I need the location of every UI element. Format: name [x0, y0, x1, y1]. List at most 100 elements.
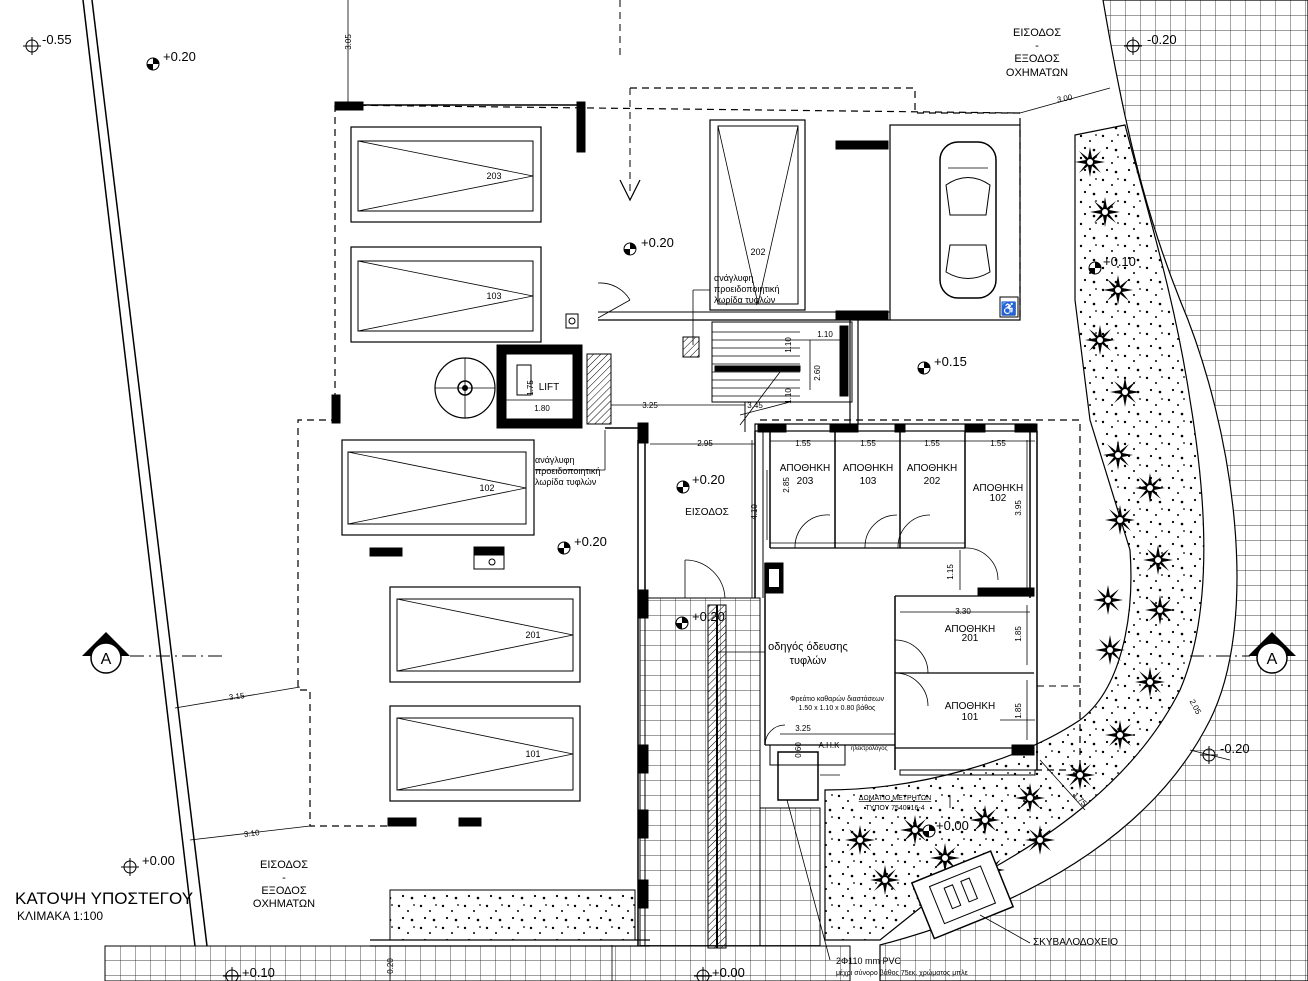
svg-text:101: 101 — [962, 712, 979, 723]
pipe-label: 2Φ110 mm PVC — [836, 956, 902, 966]
svg-text:1.10: 1.10 — [784, 337, 793, 353]
main-entrance-label: ΕΙΣΟΔΟΣ — [685, 507, 729, 518]
svg-text:3.25: 3.25 — [795, 724, 811, 733]
svg-text:1.55: 1.55 — [990, 439, 1006, 448]
svg-text:1.15: 1.15 — [946, 564, 955, 580]
level-label: -0.20 — [1220, 741, 1250, 756]
level-label: -0.55 — [42, 32, 72, 47]
storage-labels: ΑΠΟΘΗΚΗ 203 ΑΠΟΘΗΚΗ 103 ΑΠΟΘΗΚΗ 202 ΑΠΟΘ… — [780, 463, 1024, 723]
svg-text:ΑΠΟΘΗΚΗ: ΑΠΟΘΗΚΗ — [945, 701, 996, 712]
svg-text:ΕΙΣΟΔΟΣ: ΕΙΣΟΔΟΣ — [260, 859, 308, 871]
turntable-icon — [434, 357, 496, 419]
car-icon: ♿ — [939, 141, 1019, 318]
entry-arrow-icon — [619, 179, 641, 202]
svg-text:103: 103 — [486, 291, 501, 301]
tactile-guide-strip — [707, 604, 727, 949]
svg-text:2.60: 2.60 — [813, 365, 822, 381]
dimension-lines — [174, 0, 1231, 981]
parking-spaces — [341, 119, 806, 802]
level-label: +0.00 — [936, 818, 969, 833]
svg-text:0.60: 0.60 — [794, 742, 803, 758]
svg-text:τυφλών: τυφλών — [790, 655, 827, 667]
level-label: +0.20 — [641, 235, 674, 250]
svg-text:ΟΧΗΜΑΤΩΝ: ΟΧΗΜΑΤΩΝ — [253, 898, 315, 910]
svg-text:1.10: 1.10 — [784, 388, 793, 404]
section-letter-left: A — [101, 651, 112, 668]
svg-text:1.85: 1.85 — [1014, 626, 1023, 642]
svg-text:λωρίδα τυφλών: λωρίδα τυφλών — [714, 295, 776, 305]
level-labels: -0.55 +0.20 +0.20 -0.20 +0.10 +0.15 +0.2… — [42, 32, 1250, 980]
level-label: +0.10 — [242, 965, 275, 980]
svg-text:ΔΩΜΑΤΙΟ ΜΕΤΡΗΤΩΝ: ΔΩΜΑΤΙΟ ΜΕΤΡΗΤΩΝ — [859, 795, 931, 802]
svg-text:ανάγλυφη: ανάγλυφη — [535, 455, 574, 465]
tactile-note-left: ανάγλυφη προειδοποιητική λωρίδα τυφλών — [535, 455, 600, 487]
svg-text:101: 101 — [525, 749, 540, 759]
svg-text:103: 103 — [860, 476, 877, 487]
svg-text:201: 201 — [962, 633, 979, 644]
svg-text:οδηγός όδευσης: οδηγός όδευσης — [768, 641, 848, 653]
svg-text:ΑΠΟΘΗΚΗ: ΑΠΟΘΗΚΗ — [945, 624, 996, 635]
svg-text:3.00: 3.00 — [1056, 93, 1073, 105]
boundary-lines — [82, 0, 208, 947]
svg-text:2.85: 2.85 — [782, 477, 791, 493]
svg-text:4.10: 4.10 — [750, 504, 759, 520]
level-label: +0.20 — [163, 49, 196, 64]
svg-text:ΟΧΗΜΑΤΩΝ: ΟΧΗΜΑΤΩΝ — [1006, 67, 1068, 79]
level-label: +0.00 — [142, 853, 175, 868]
leader-lines — [535, 289, 1031, 961]
svg-text:ΕΞΟΔΟΣ: ΕΞΟΔΟΣ — [261, 885, 306, 897]
tactile-note-top: ανάγλυφη προειδοποιητική λωρίδα τυφλών — [714, 273, 779, 305]
section-letter-right: A — [1267, 651, 1278, 668]
svg-text:1.50 x 1.10 x 0.80 βάθος: 1.50 x 1.10 x 0.80 βάθος — [799, 704, 876, 712]
svg-text:102: 102 — [479, 483, 494, 493]
svg-text:203: 203 — [486, 171, 501, 181]
level-label: +0.20 — [692, 472, 725, 487]
svg-text:ΑΠΟΘΗΚΗ: ΑΠΟΘΗΚΗ — [780, 463, 831, 474]
svg-text:ΕΙΣΟΔΟΣ: ΕΙΣΟΔΟΣ — [1013, 27, 1061, 39]
svg-text:3.15: 3.15 — [228, 691, 245, 702]
level-label: +0.20 — [692, 609, 725, 624]
svg-text:3.05: 3.05 — [344, 34, 353, 50]
svg-text:202: 202 — [924, 476, 941, 487]
level-label: +0.00 — [712, 965, 745, 980]
level-marker-icons — [23, 37, 1218, 981]
lift-label: LIFT — [539, 382, 560, 393]
walls — [331, 101, 1038, 947]
drawing-title: ΚΑΤΟΨΗ ΥΠΟΣΤΕΓΟΥ — [15, 889, 193, 908]
svg-text:1.10: 1.10 — [817, 330, 833, 339]
svg-text:Φρεάτιο καθαρών διαστάσεων: Φρεάτιο καθαρών διαστάσεων — [790, 695, 885, 703]
svg-text:0.20: 0.20 — [386, 958, 395, 974]
svg-text:3.95: 3.95 — [1014, 500, 1023, 516]
svg-text:3.45: 3.45 — [747, 401, 763, 410]
ahk-label: Α.Η.Κ — [819, 741, 841, 750]
refuse-bin-label: ΣΚΥΒΑΛΟΔΟΧΕΙΟ — [1033, 937, 1118, 948]
meter-room-label: ΔΩΜΑΤΙΟ ΜΕΤΡΗΤΩΝ ΤΥΠΟΥ 7540016-4 — [859, 795, 931, 812]
dimension-values: 3.05 3.00 1.10 1.10 1.10 2.60 3.25 3.45 … — [228, 34, 1203, 974]
pipe-note: μέχρι σύνορο βάθος 75εκ. χρώματος μπλε — [836, 969, 968, 977]
lift-depth: 1.75 — [526, 380, 535, 396]
parking-numbers: 203 103 202 102 201 101 — [479, 171, 765, 759]
svg-text:3.25: 3.25 — [642, 401, 658, 410]
svg-text:3.30: 3.30 — [955, 607, 971, 616]
svg-text:1.55: 1.55 — [795, 439, 811, 448]
level-label: +0.15 — [934, 354, 967, 369]
svg-text:προειδοποιητική: προειδοποιητική — [535, 466, 600, 476]
entrance-bottom-label: ΕΙΣΟΔΟΣ - ΕΞΟΔΟΣ ΟΧΗΜΑΤΩΝ — [253, 859, 315, 910]
svg-text:♿: ♿ — [1001, 301, 1017, 316]
door-swings — [597, 282, 999, 746]
svg-text:1.55: 1.55 — [860, 439, 876, 448]
drawing-scale: ΚΛΙΜΑΚΑ 1:100 — [17, 909, 103, 923]
svg-text:προειδοποιητική: προειδοποιητική — [714, 284, 779, 294]
section-marker-right — [1190, 632, 1296, 674]
svg-text:ΑΠΟΘΗΚΗ: ΑΠΟΘΗΚΗ — [843, 463, 894, 474]
svg-text:202: 202 — [750, 247, 765, 257]
svg-text:ΕΞΟΔΟΣ: ΕΞΟΔΟΣ — [1014, 53, 1059, 65]
level-label: -0.20 — [1147, 32, 1177, 47]
svg-text:203: 203 — [797, 476, 814, 487]
svg-text:3.10: 3.10 — [243, 828, 260, 839]
svg-text:2.95: 2.95 — [697, 439, 713, 448]
manhole-note: Φρεάτιο καθαρών διαστάσεων 1.50 x 1.10 x… — [790, 695, 885, 712]
lift-symbol — [504, 364, 575, 401]
level-label: +0.20 — [574, 534, 607, 549]
svg-text:1.55: 1.55 — [924, 439, 940, 448]
